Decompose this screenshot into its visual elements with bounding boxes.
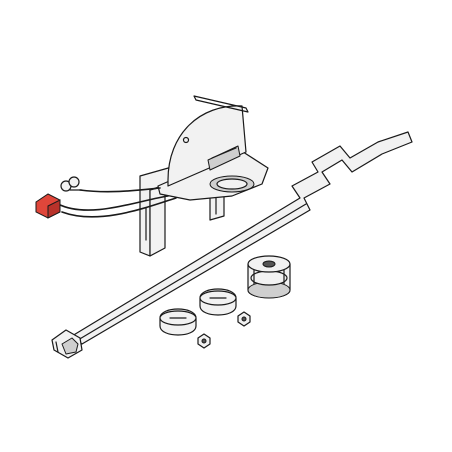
red-connector <box>35 193 61 219</box>
wire-leads <box>57 187 177 218</box>
split-bushing-small <box>159 308 197 336</box>
split-bushing-large <box>199 288 237 316</box>
hex-nut-a <box>237 311 251 327</box>
actuator-cam-plate <box>157 95 269 201</box>
crank-rod <box>71 131 413 345</box>
ring-terminals <box>60 176 83 192</box>
v-belt-pulley <box>247 255 291 299</box>
rod-end-clip <box>51 329 83 359</box>
hex-nut-b <box>197 333 211 349</box>
